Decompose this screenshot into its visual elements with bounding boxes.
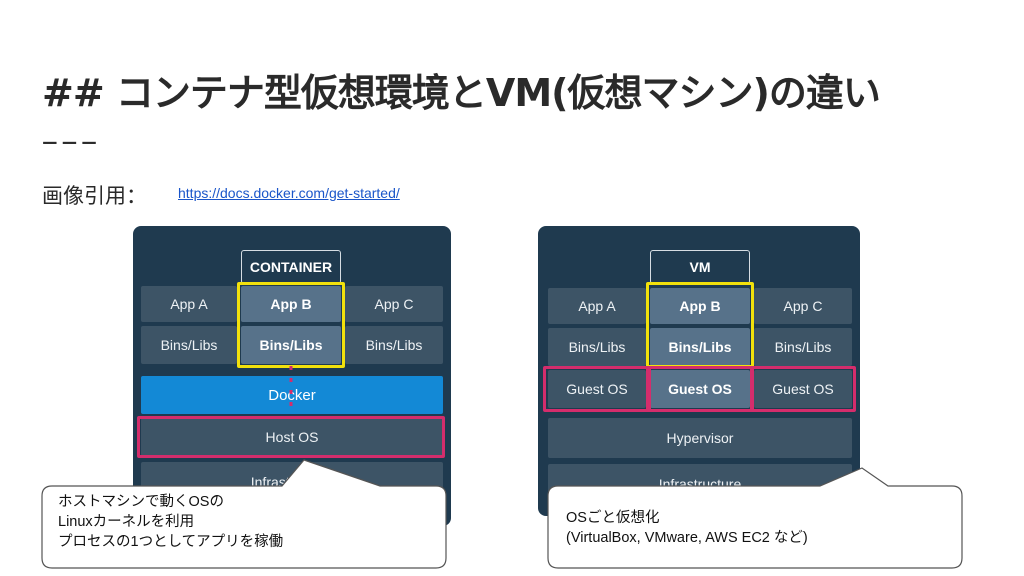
vm-callout-line: OSごと仮想化 (566, 510, 660, 526)
container-bins-b: Bins/Libs (241, 326, 341, 364)
vm-bins-b: Bins/Libs (650, 328, 750, 366)
vm-bins-c: Bins/Libs (754, 328, 852, 366)
slide-title: ## コンテナ型仮想環境とVM(仮想マシン)の違い (42, 71, 881, 115)
source-label: 画像引用： (42, 184, 147, 208)
container-callout-bubble (41, 459, 447, 569)
container-callout-line: プロセスの1つとしてアプリを稼働 (58, 534, 284, 550)
container-callout-line: ホストマシンで動くOSの (58, 494, 224, 510)
kernel-link-dashes (289, 366, 293, 412)
vm-header: VM (650, 250, 750, 284)
container-callout-text: ホストマシンで動くOSの Linuxカーネルを利用 プロセスの1つとしてアプリを… (58, 492, 283, 552)
container-app-a: App A (141, 286, 237, 322)
title-rule: −−− (42, 128, 101, 158)
source-link[interactable]: https://docs.docker.com/get-started/ (178, 185, 400, 201)
hypervisor-layer: Hypervisor (548, 418, 852, 458)
container-app-c: App C (345, 286, 443, 322)
vm-callout-line: (VirtualBox, VMware, AWS EC2 など) (566, 530, 808, 546)
container-callout-line: Linuxカーネルを利用 (58, 514, 195, 530)
container-app-b: App B (241, 286, 341, 322)
vm-callout-bubble (547, 467, 963, 569)
vm-app-a: App A (548, 288, 646, 324)
vm-bins-a: Bins/Libs (548, 328, 646, 366)
guest-os-a-highlight-box (543, 366, 651, 412)
vm-callout-text: OSごと仮想化 (VirtualBox, VMware, AWS EC2 など) (566, 508, 808, 548)
guest-os-c: Guest OS (754, 370, 852, 408)
host-os-layer: Host OS (141, 418, 443, 456)
guest-os-b: Guest OS (650, 370, 750, 408)
container-bins-c: Bins/Libs (345, 326, 443, 364)
vm-app-b: App B (650, 288, 750, 324)
vm-app-c: App C (754, 288, 852, 324)
guest-os-a: Guest OS (548, 370, 646, 408)
guest-os-c-highlight-box (750, 366, 856, 412)
container-bins-a: Bins/Libs (141, 326, 237, 364)
docker-layer: Docker (141, 376, 443, 414)
host-os-highlight-box (137, 416, 445, 458)
